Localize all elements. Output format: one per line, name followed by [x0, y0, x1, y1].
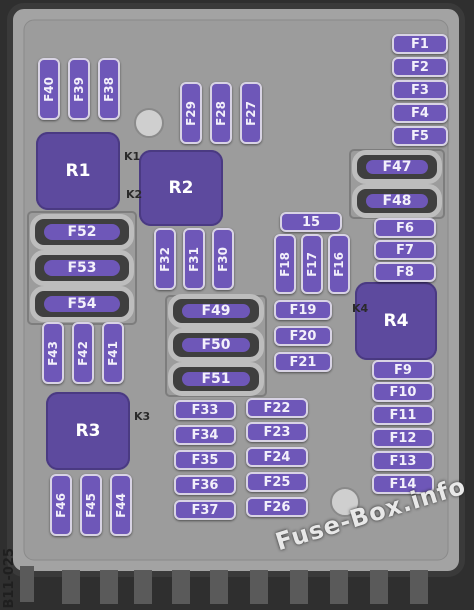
fuse-f45: F45: [80, 474, 102, 536]
fuse-15: 15: [280, 212, 342, 232]
fuse-f10: F10: [372, 382, 434, 402]
fuse-f22: F22: [246, 398, 308, 418]
fuse-f6: F6: [374, 218, 436, 238]
fuse-f31: F31: [183, 228, 205, 290]
board-tag-k4: K4: [352, 302, 369, 315]
fuse-f3: F3: [392, 80, 448, 100]
maxi-fuse-f54: F54: [30, 286, 134, 322]
relay-r3: R3: [46, 392, 130, 470]
fuse-f2: F2: [392, 57, 448, 77]
fuse-f39: F39: [68, 58, 90, 120]
board-tag-k2: K2: [126, 188, 143, 201]
fuse-f33: F33: [174, 400, 236, 420]
footer-code: B11-025: [2, 548, 17, 609]
fuse-f28: F28: [210, 82, 232, 144]
fuse-f37: F37: [174, 500, 236, 520]
fuse-f35: F35: [174, 450, 236, 470]
fuse-f23: F23: [246, 422, 308, 442]
maxi-fuse-f50: F50: [168, 328, 264, 362]
mounting-screw-bottom: [330, 487, 360, 517]
fuse-f17: F17: [301, 234, 323, 294]
maxi-fuse-f51: F51: [168, 362, 264, 396]
fuse-f7: F7: [374, 240, 436, 260]
fuse-f41: F41: [102, 322, 124, 384]
mounting-screw-top: [134, 108, 164, 138]
fuse-f20: F20: [274, 326, 332, 346]
maxi-fuse-f49: F49: [168, 294, 264, 328]
fuse-f24: F24: [246, 447, 308, 467]
fuse-f14: F14: [372, 474, 434, 494]
relay-r2: R2: [139, 150, 223, 226]
fuse-f12: F12: [372, 428, 434, 448]
relay-r1: R1: [36, 132, 120, 210]
fuse-f8: F8: [374, 262, 436, 282]
fuse-f29: F29: [180, 82, 202, 144]
board-tag-k1: K1: [124, 150, 141, 163]
board-tag-k3: K3: [134, 410, 151, 423]
fuse-f4: F4: [392, 103, 448, 123]
fuse-f42: F42: [72, 322, 94, 384]
fuse-f34: F34: [174, 425, 236, 445]
fuse-f46: F46: [50, 474, 72, 536]
maxi-fuse-f47: F47: [352, 150, 442, 184]
fuse-f19: F19: [274, 300, 332, 320]
maxi-fuse-f48: F48: [352, 184, 442, 218]
fuse-f11: F11: [372, 405, 434, 425]
relay-r4: R4: [355, 282, 437, 360]
fuse-f43: F43: [42, 322, 64, 384]
fuse-f21: F21: [274, 352, 332, 372]
fuse-f36: F36: [174, 475, 236, 495]
maxi-fuse-f52: F52: [30, 214, 134, 250]
fuse-f16: F16: [328, 234, 350, 294]
fuse-f26: F26: [246, 497, 308, 517]
fuse-f40: F40: [38, 58, 60, 120]
fuse-f5: F5: [392, 126, 448, 146]
fuse-f27: F27: [240, 82, 262, 144]
fuse-f38: F38: [98, 58, 120, 120]
fuse-f13: F13: [372, 451, 434, 471]
fuse-f25: F25: [246, 472, 308, 492]
fuse-f18: F18: [274, 234, 296, 294]
fuse-f32: F32: [154, 228, 176, 290]
fuse-f44: F44: [110, 474, 132, 536]
fuse-f30: F30: [212, 228, 234, 290]
maxi-fuse-f53: F53: [30, 250, 134, 286]
fuse-f1: F1: [392, 34, 448, 54]
fuse-f9: F9: [372, 360, 434, 380]
